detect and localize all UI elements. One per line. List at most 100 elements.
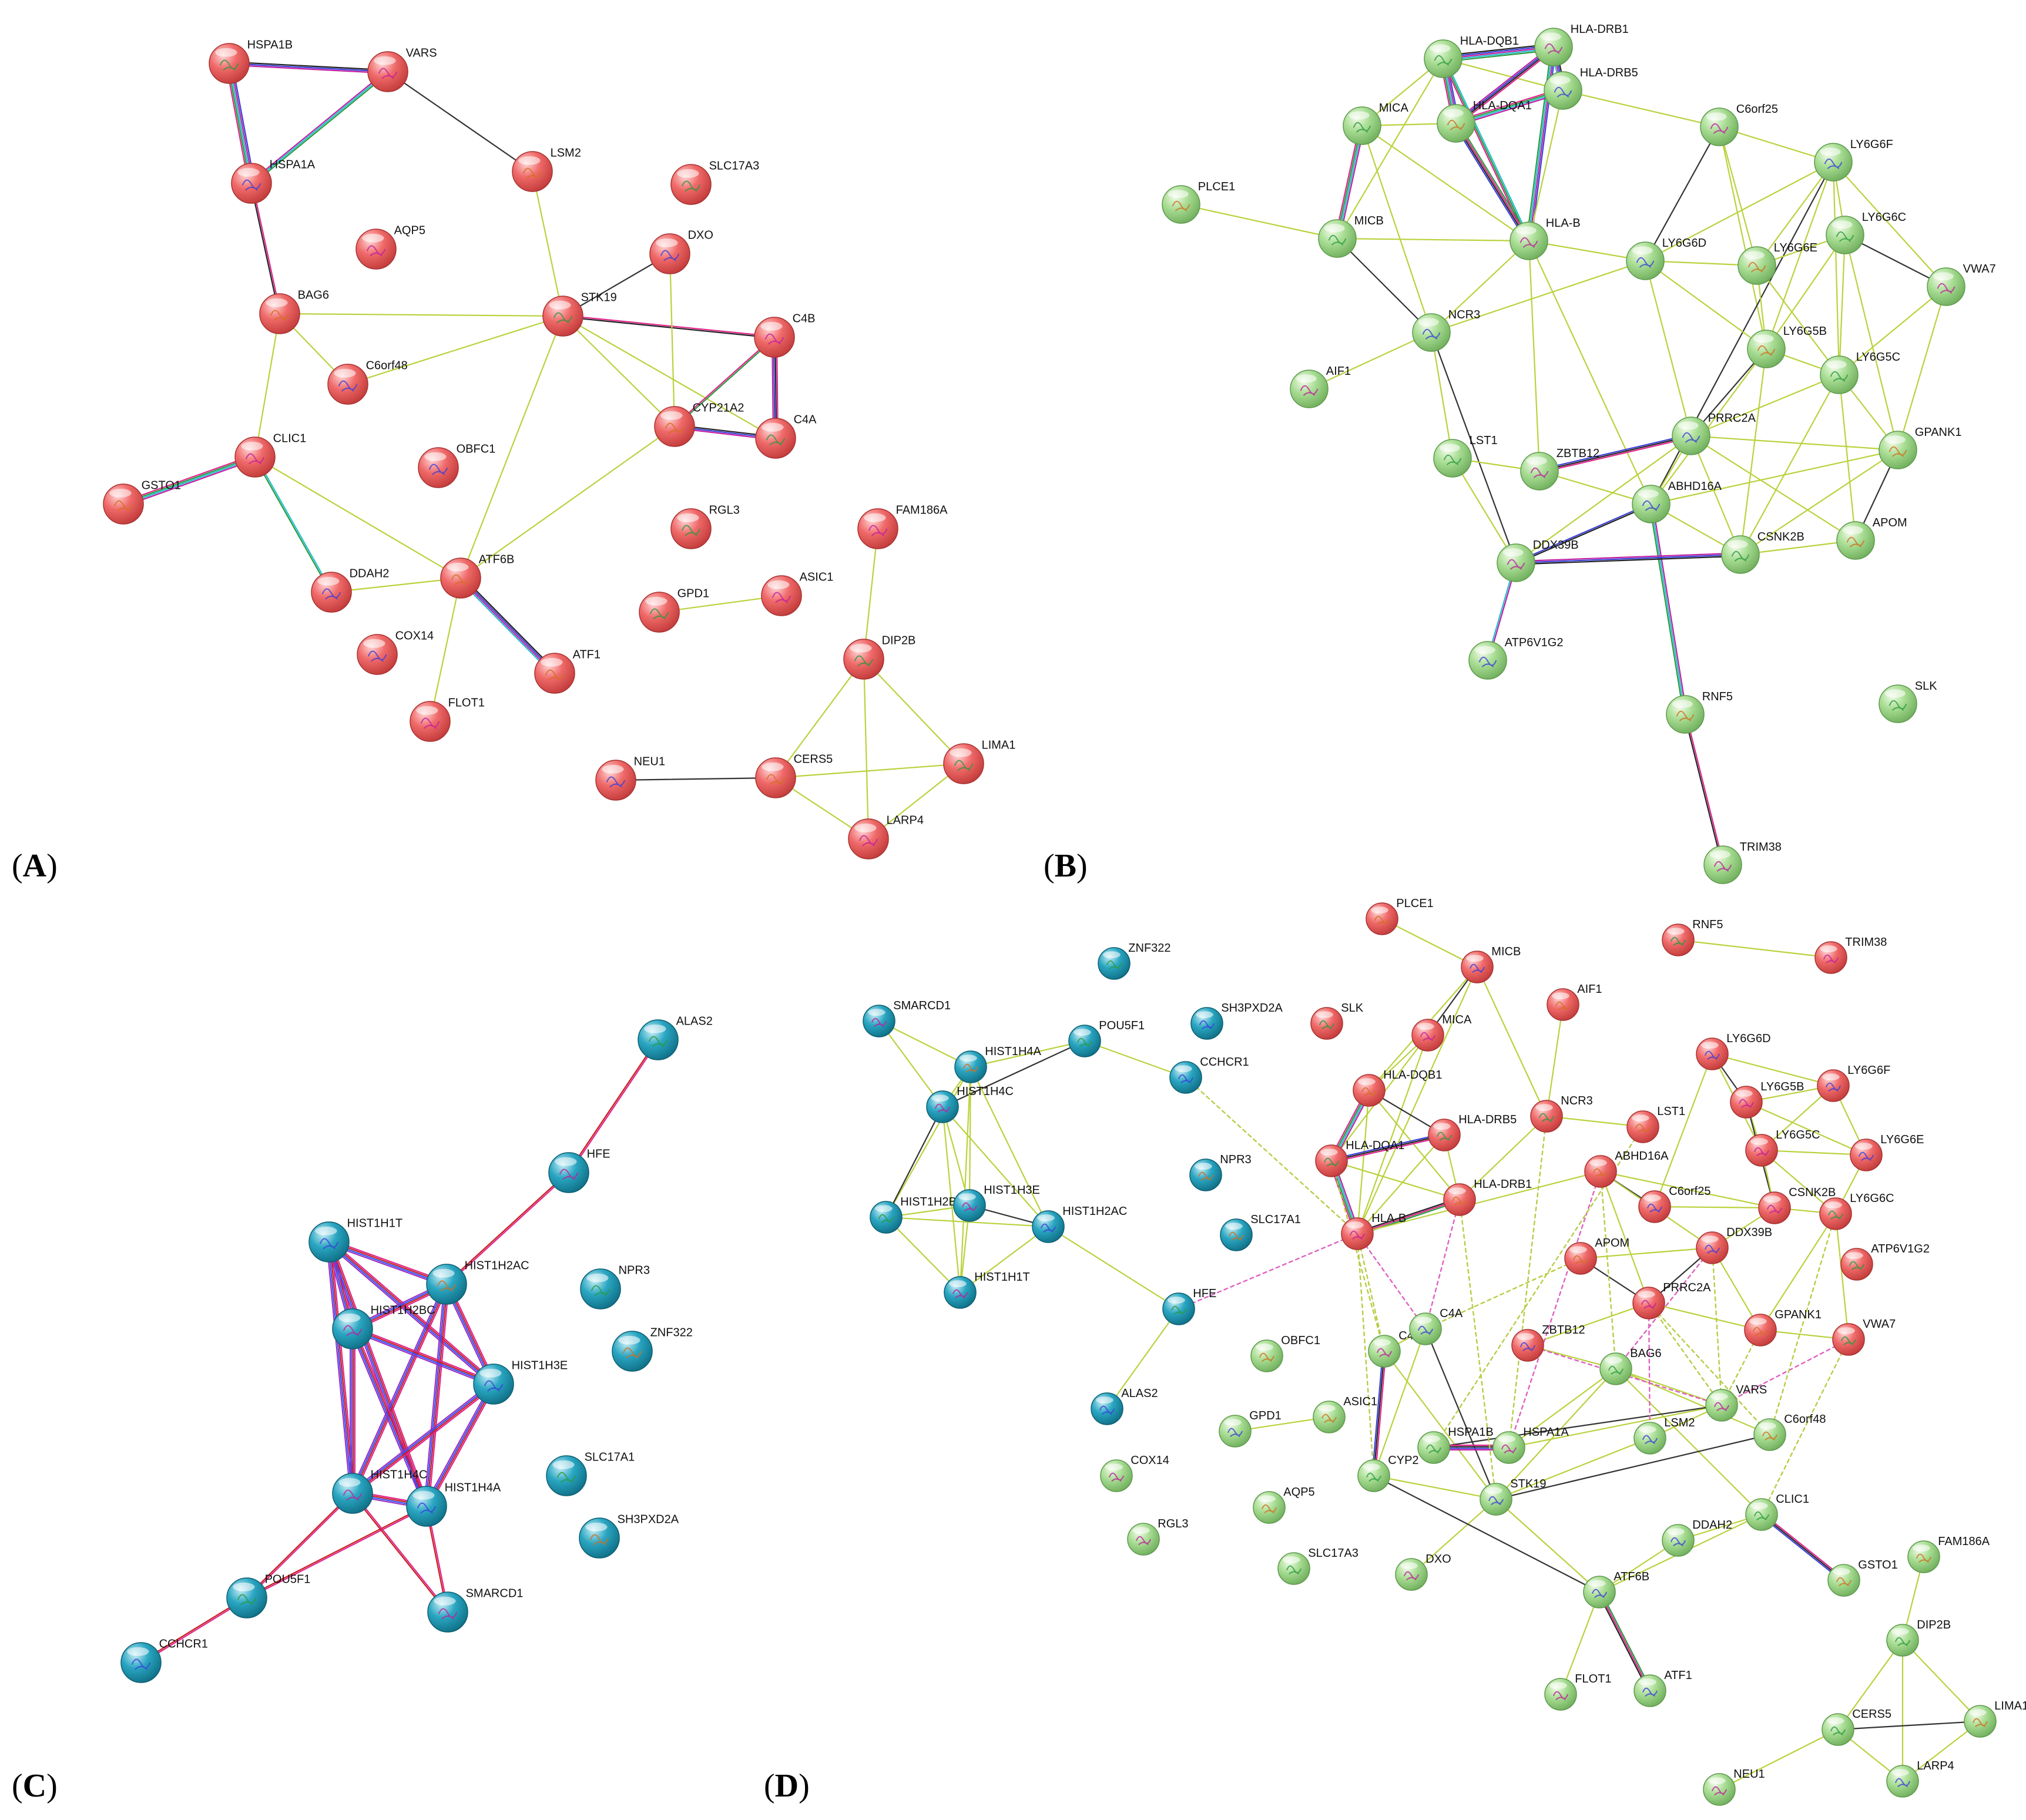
node-hist1h2bc[interactable]: HIST1H2BC (332, 1304, 435, 1349)
node-lsm2[interactable]: LSM2 (1633, 1416, 1695, 1455)
node-smarcd1[interactable]: SMARCD1 (427, 1587, 523, 1633)
node-mica[interactable]: MICA (1411, 1013, 1472, 1052)
node-hla-dqb1[interactable]: HLA-DQB1 (1353, 1069, 1442, 1107)
node-gpd1[interactable]: GPD1 (1219, 1409, 1282, 1448)
node-bag6[interactable]: BAG6 (259, 289, 329, 334)
node-c4a[interactable]: C4A (1409, 1307, 1463, 1345)
node-obfc1[interactable]: OBFC1 (418, 443, 495, 488)
node-npr3[interactable]: NPR3 (580, 1264, 650, 1309)
node-ly6g6f[interactable]: LY6G6F (1817, 1064, 1890, 1102)
node-fam186a[interactable]: FAM186A (857, 504, 948, 549)
node-apom[interactable]: APOM (1564, 1237, 1629, 1275)
node-flot1[interactable]: FLOT1 (410, 697, 485, 742)
node-prrc2a[interactable]: PRRC2A (1632, 1281, 1711, 1319)
node-hla-b[interactable]: HLA-B (1341, 1212, 1406, 1250)
node-dxo[interactable]: DXO (1395, 1553, 1451, 1591)
node-c6orf25[interactable]: C6orf25 (1638, 1185, 1710, 1223)
node-fam186a[interactable]: FAM186A (1907, 1535, 1990, 1573)
node-ly6g6c[interactable]: LY6G6C (1819, 1192, 1894, 1230)
node-hla-drb1[interactable]: HLA-DRB1 (1534, 23, 1629, 66)
node-atf1[interactable]: ATF1 (1633, 1669, 1692, 1707)
node-hspa1b[interactable]: HSPA1B (1417, 1426, 1494, 1464)
node-ly6g6e[interactable]: LY6G6E (1737, 241, 1817, 285)
node-hla-b[interactable]: HLA-B (1510, 217, 1581, 260)
node-apom[interactable]: APOM (1836, 516, 1907, 560)
node-hla-dqa1[interactable]: HLA-DQA1 (1437, 99, 1532, 143)
node-larp4[interactable]: LARP4 (1886, 1759, 1954, 1798)
node-vars[interactable]: VARS (367, 47, 437, 92)
node-npr3[interactable]: NPR3 (1189, 1153, 1252, 1191)
node-c4b[interactable]: C4B (754, 313, 816, 358)
node-prrc2a[interactable]: PRRC2A (1672, 412, 1756, 455)
node-abhd16a[interactable]: ABHD16A (1632, 480, 1722, 523)
node-hist1h2b[interactable]: HIST1H2B (870, 1196, 957, 1234)
node-hist1h3e[interactable]: HIST1H3E (473, 1359, 568, 1405)
node-cers5[interactable]: CERS5 (1822, 1708, 1891, 1746)
node-cyp21a2[interactable]: CYP21A2 (654, 402, 744, 447)
node-vwa7[interactable]: VWA7 (1927, 263, 1996, 306)
node-ly6g5b[interactable]: LY6G5B (1747, 325, 1827, 368)
node-ddah2[interactable]: DDAH2 (1662, 1519, 1732, 1557)
node-clic1[interactable]: CLIC1 (1745, 1493, 1809, 1531)
node-hist1h1t[interactable]: HIST1H1T (944, 1271, 1030, 1309)
node-aqp5[interactable]: AQP5 (355, 224, 425, 270)
node-c4a[interactable]: C4A (755, 414, 817, 459)
node-vars[interactable]: VARS (1705, 1384, 1767, 1422)
node-micb[interactable]: MICB (1461, 945, 1521, 983)
node-csnk2b[interactable]: CSNK2B (1721, 530, 1804, 574)
node-dip2b[interactable]: DIP2B (843, 634, 915, 680)
node-gsto1[interactable]: GSTO1 (1827, 1559, 1898, 1597)
node-gpd1[interactable]: GPD1 (639, 587, 709, 633)
node-hist1h4a[interactable]: HIST1H4A (954, 1045, 1042, 1083)
node-ncr3[interactable]: NCR3 (1530, 1094, 1593, 1133)
node-micb[interactable]: MICB (1318, 214, 1384, 258)
node-ddah2[interactable]: DDAH2 (311, 568, 389, 613)
node-atp6v1g2[interactable]: ATP6V1G2 (1468, 636, 1563, 680)
node-atf1[interactable]: ATF1 (534, 649, 601, 694)
node-gpank1[interactable]: GPANK1 (1879, 426, 1961, 469)
node-sh3pxd2a[interactable]: SH3PXD2A (579, 1513, 679, 1559)
node-znf322[interactable]: ZNF322 (612, 1327, 693, 1372)
node-hla-drb1[interactable]: HLA-DRB1 (1443, 1178, 1532, 1216)
node-hla-drb5[interactable]: HLA-DRB5 (1428, 1113, 1517, 1151)
node-ly6g6e[interactable]: LY6G6E (1850, 1133, 1924, 1171)
node-alas2[interactable]: ALAS2 (1091, 1387, 1158, 1425)
node-sh3pxd2a[interactable]: SH3PXD2A (1190, 1002, 1283, 1040)
node-atf6b[interactable]: ATF6B (440, 553, 514, 599)
node-bag6[interactable]: BAG6 (1599, 1347, 1662, 1385)
node-rgl3[interactable]: RGL3 (1127, 1517, 1189, 1556)
node-cchcr1[interactable]: CCHCR1 (1169, 1056, 1249, 1094)
node-gsto1[interactable]: GSTO1 (103, 479, 181, 525)
node-c6orf48[interactable]: C6orf48 (327, 360, 408, 405)
node-trim38[interactable]: TRIM38 (1814, 936, 1887, 974)
node-hla-drb5[interactable]: HLA-DRB5 (1544, 66, 1638, 110)
node-rgl3[interactable]: RGL3 (670, 504, 740, 549)
node-hla-dqb1[interactable]: HLA-DQB1 (1424, 35, 1519, 78)
node-ly6g5b[interactable]: LY6G5B (1730, 1080, 1804, 1119)
node-c6orf48[interactable]: C6orf48 (1753, 1413, 1826, 1451)
node-hist1h1t[interactable]: HIST1H1T (308, 1217, 402, 1262)
node-hla-dqa1[interactable]: HLA-DQA1 (1315, 1139, 1404, 1177)
node-atp6v1g2[interactable]: ATP6V1G2 (1840, 1243, 1930, 1281)
node-larp4[interactable]: LARP4 (848, 814, 924, 859)
node-smarcd1[interactable]: SMARCD1 (863, 999, 951, 1037)
node-hspa1a[interactable]: HSPA1A (231, 159, 316, 204)
node-aqp5[interactable]: AQP5 (1253, 1486, 1315, 1524)
node-slk[interactable]: SLK (1879, 680, 1937, 723)
node-ddx39b[interactable]: DDX39B (1497, 539, 1579, 582)
node-ncr3[interactable]: NCR3 (1412, 308, 1480, 352)
node-ly6g6c[interactable]: LY6G6C (1826, 211, 1906, 254)
node-abhd16a[interactable]: ABHD16A (1584, 1150, 1669, 1188)
node-atf6b[interactable]: ATF6B (1583, 1570, 1649, 1609)
node-cchcr1[interactable]: CCHCR1 (120, 1638, 208, 1683)
node-hist1h4c[interactable]: HIST1H4C (926, 1085, 1014, 1123)
node-slc17a3[interactable]: SLC17A3 (1277, 1547, 1359, 1585)
node-asic1[interactable]: ASIC1 (1313, 1395, 1377, 1433)
node-hist1h4c[interactable]: HIST1H4C (332, 1469, 427, 1514)
node-vwa7[interactable]: VWA7 (1832, 1318, 1896, 1356)
node-stk19[interactable]: STK19 (1480, 1478, 1546, 1516)
node-dxo[interactable]: DXO (649, 229, 713, 274)
node-lsm2[interactable]: LSM2 (512, 147, 581, 192)
node-znf322[interactable]: ZNF322 (1098, 942, 1171, 980)
node-hist1h2ac[interactable]: HIST1H2AC (1032, 1205, 1127, 1243)
